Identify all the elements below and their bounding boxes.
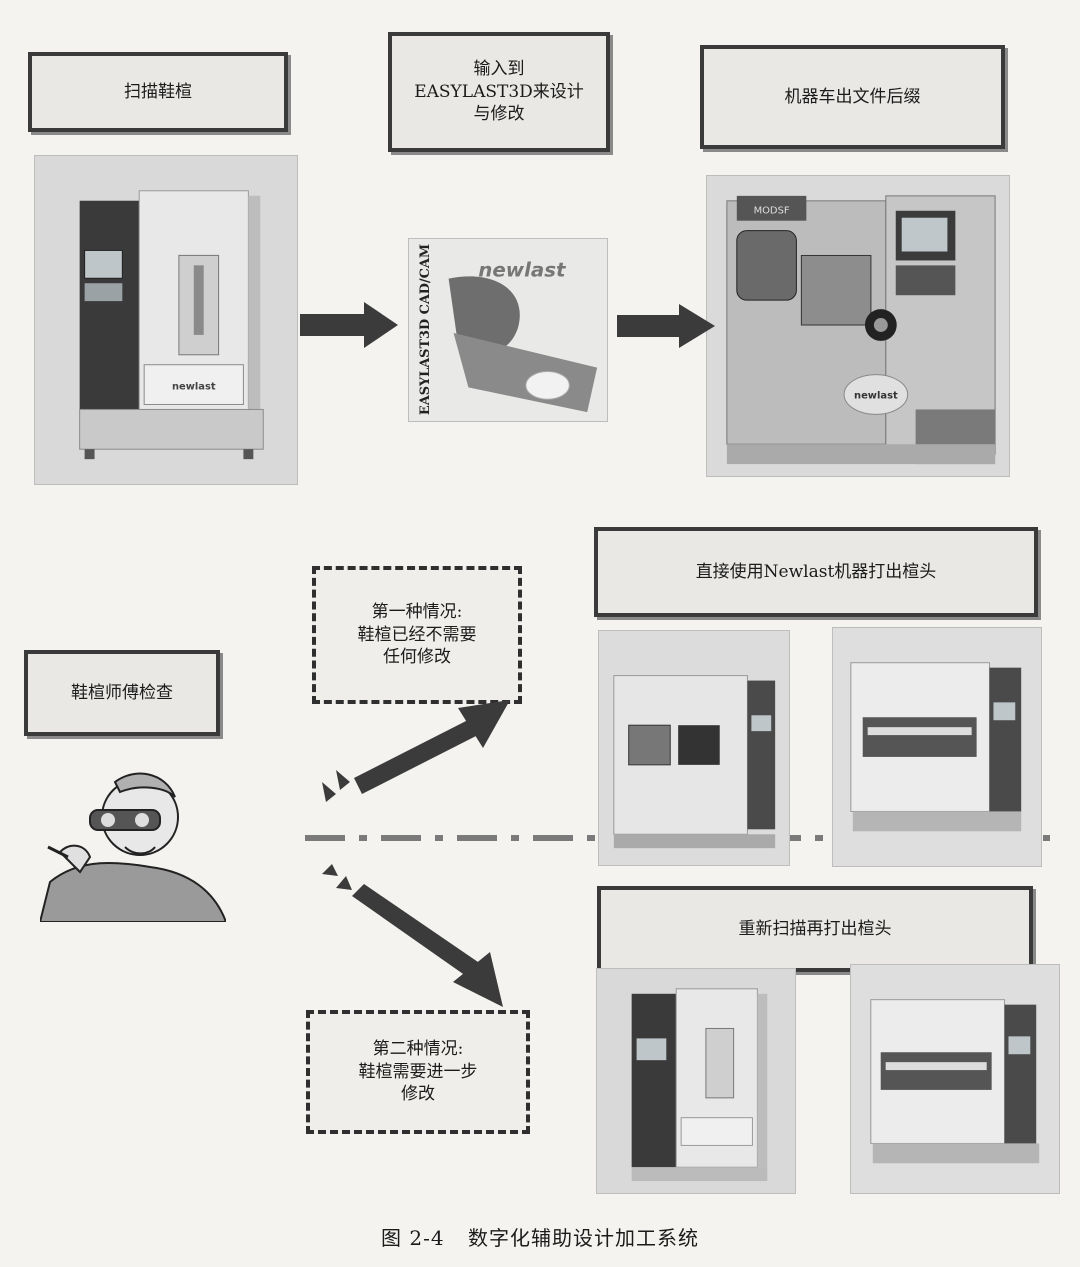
- arrow-down-right-icon: [318, 862, 518, 1012]
- printer-machine-photo-2: [832, 627, 1042, 867]
- svg-text:newlast: newlast: [172, 382, 216, 393]
- input-line-2: EASYLAST3D来设计: [414, 81, 584, 102]
- case1-box: 第一种情况: 鞋楦已经不需要 任何修改: [312, 566, 522, 704]
- rescan-scanner-photo: [596, 968, 796, 1194]
- software-cover-image: newlast EASYLAST3D CAD/CAM: [408, 238, 608, 422]
- inspect-label: 鞋楦师傅检查: [71, 682, 173, 703]
- machine-output-box: 机器车出文件后缀: [700, 45, 1005, 149]
- case2-box: 第二种情况: 鞋楦需要进一步 修改: [306, 1010, 530, 1134]
- figure-number: 图 2-4: [381, 1226, 445, 1250]
- case2-line-1: 第二种情况:: [372, 1038, 464, 1059]
- scanner-machine-photo: newlast: [34, 155, 298, 485]
- machine-output-label: 机器车出文件后缀: [784, 86, 921, 107]
- direct-print-label: 直接使用Newlast机器打出楦头: [695, 561, 937, 582]
- software-vertical-text: EASYLAST3D CAD/CAM: [418, 244, 433, 415]
- case1-line-2: 鞋楦已经不需要: [357, 624, 477, 645]
- case1-line-1: 第一种情况:: [371, 601, 463, 622]
- rescan-print-box: 重新扫描再打出楦头: [597, 886, 1033, 972]
- case2-line-2: 鞋楦需要进一步: [358, 1061, 478, 1082]
- software-brand-text: newlast: [478, 259, 567, 282]
- input-line-3: 与修改: [473, 104, 525, 125]
- rescan-print-label: 重新扫描再打出楦头: [738, 918, 892, 939]
- arrow-right-icon: [617, 302, 717, 350]
- figure-title: 数字化辅助设计加工系统: [467, 1226, 699, 1250]
- cnc-lathe-photo: MODSF newlast: [706, 175, 1010, 477]
- figure-caption: 图 2-4 数字化辅助设计加工系统: [0, 1222, 1080, 1251]
- input-easylast-box: 输入到 EASYLAST3D来设计 与修改: [388, 32, 610, 152]
- rescan-printer-photo: [850, 964, 1060, 1194]
- technician-illustration: [40, 762, 226, 922]
- scan-last-label: 扫描鞋楦: [124, 81, 192, 102]
- svg-text:MODSF: MODSF: [754, 206, 790, 217]
- case1-line-3: 任何修改: [383, 647, 451, 668]
- lathe-logo-text: newlast: [854, 391, 898, 402]
- arrow-right-icon: [300, 300, 400, 350]
- input-line-1: 输入到: [473, 58, 525, 79]
- arrow-up-right-icon: [318, 690, 518, 810]
- printer-machine-photo-1: [598, 630, 790, 866]
- case2-line-3: 修改: [401, 1084, 435, 1105]
- inspect-box: 鞋楦师傅检查: [24, 650, 220, 736]
- scan-last-box: 扫描鞋楦: [28, 52, 288, 132]
- direct-print-box: 直接使用Newlast机器打出楦头: [594, 527, 1038, 617]
